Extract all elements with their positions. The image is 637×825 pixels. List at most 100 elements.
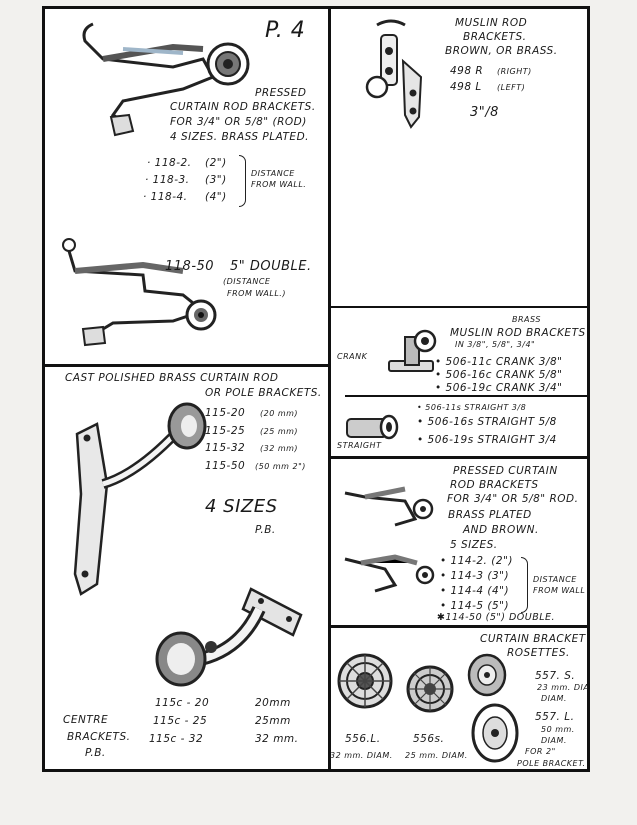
divider-right-bottom: [330, 625, 590, 628]
centre-size-2: 25mm: [255, 715, 291, 727]
rosette-title-2: ROSETTES.: [507, 647, 570, 659]
centre-code-2: 115c - 25: [153, 715, 208, 727]
muslin-note-l: (LEFT): [497, 83, 526, 92]
pressed-distance-2: FROM WALL.: [251, 180, 307, 189]
centre-code-1: 115c - 20: [155, 697, 210, 709]
muslin-size: 3"/8: [470, 105, 499, 120]
brass-title-2: MUSLIN ROD BRACKETS: [450, 327, 586, 339]
pc-brace: [521, 557, 528, 613]
divider-right-lower: [330, 456, 590, 459]
crank-label: CRANK: [337, 352, 368, 361]
divider-vertical: [328, 9, 331, 769]
double-note-1: (DISTANCE: [223, 277, 271, 286]
pressed-title-4: 4 SIZES. BRASS PLATED.: [170, 131, 309, 143]
cast-size-4: (50 mm 2"): [255, 462, 306, 471]
crank-item-1: • 506-11c CRANK 3/8": [435, 356, 563, 368]
pc-title-6: 5 SIZES.: [450, 539, 498, 551]
double-note-2: FROM WALL.): [227, 289, 286, 298]
straight-item-1: • 506-11s STRAIGHT 3/8: [417, 403, 527, 412]
pressed-title-3: FOR 3/4" OR 5/8" (ROD): [170, 116, 307, 128]
pc-item-1: • 114-2. (2"): [440, 555, 513, 567]
pc-distance-2: FROM WALL: [533, 586, 586, 595]
rosette-556s-code: 556s.: [413, 733, 445, 745]
rosette-557l-line-2: DIAM.: [541, 736, 567, 745]
straight-label: STRAIGHT: [337, 441, 382, 450]
pressed-brace: [239, 155, 246, 207]
pressed-item-code-3: · 118-4.: [143, 191, 188, 203]
muslin-bracket-illustration: [365, 19, 423, 129]
cast-code-2: 115-25: [205, 425, 246, 437]
pressed-item-size-3: (4"): [205, 191, 227, 203]
rosette-title-1: CURTAIN BRACKET: [480, 633, 586, 645]
rosette-557l-illustration: [471, 703, 519, 763]
brass-title-1: BRASS: [512, 315, 541, 324]
divider-right-upper: [330, 306, 590, 308]
double-bracket-illustration: [62, 238, 217, 347]
pressed-title-2: CURTAIN ROD BRACKETS.: [170, 101, 316, 113]
crank-item-2: • 506-16c CRANK 5/8": [435, 369, 563, 381]
pc-item-3: • 114-4 (4"): [440, 585, 510, 597]
muslin-code-l: 498 L: [450, 81, 482, 93]
muslin-title-2: BRACKETS.: [463, 31, 527, 43]
rosette-557l-line-1: 50 mm.: [541, 725, 575, 734]
centre-bracket-illustration: [155, 587, 303, 687]
centre-label-2: BRACKETS.: [67, 731, 131, 743]
rosette-556l-diam: 32 mm. DIAM.: [330, 751, 393, 760]
rosette-557s-line-1: 23 mm. DIA: [537, 683, 590, 692]
pressed-item-size-1: (2"): [205, 157, 227, 169]
crank-item-3: • 506-19c CRANK 3/4": [435, 382, 563, 394]
rosette-small-illustration: [406, 665, 454, 713]
rosette-557s-illustration: [467, 653, 507, 697]
straight-bracket-illustration: [346, 414, 399, 440]
pressed-item-code-2: · 118-3.: [145, 174, 190, 186]
rosette-556l-code: 556.L.: [345, 733, 381, 745]
pressed-item-size-2: (3"): [205, 174, 227, 186]
brass-title-3: IN 3/8", 5/8", 3/4": [455, 340, 536, 349]
centre-code-3: 115c - 32: [149, 733, 204, 745]
pc-title-4: BRASS PLATED: [448, 509, 532, 521]
cast-size-1: (20 mm): [260, 409, 299, 418]
pressed-curtain-illustration: [344, 486, 435, 593]
rosette-557l-line-4: POLE BRACKET.: [517, 759, 586, 768]
crank-bracket-illustration: [388, 329, 437, 372]
rosette-557l-line-3: FOR 2": [525, 747, 556, 756]
pc-title-3: FOR 3/4" OR 5/8" ROD.: [447, 493, 579, 505]
double-code: 118-50: [165, 259, 215, 274]
centre-label-1: CENTRE: [63, 714, 109, 726]
pc-item-4: • 114-5 (5"): [440, 600, 510, 612]
centre-size-3: 32 mm.: [255, 733, 299, 745]
pc-title-5: AND BROWN.: [463, 524, 539, 536]
centre-label-3: P.B.: [85, 747, 106, 759]
double-label: 5" DOUBLE.: [230, 259, 312, 274]
page-label: P. 4: [265, 18, 306, 43]
pressed-distance-1: DISTANCE: [251, 169, 295, 178]
cast-code-3: 115-32: [205, 442, 246, 454]
catalog-sheet: P. 4 PRESSED CURTAIN ROD BRACKETS. FOR 3…: [42, 6, 590, 772]
muslin-title-1: MUSLIN ROD: [455, 17, 528, 29]
rosette-557s-code: 557. S.: [535, 670, 576, 682]
rosette-556s-diam: 25 mm. DIAM.: [405, 751, 468, 760]
pc-title-2: ROD BRACKETS: [450, 479, 539, 491]
rosette-557s-line-2: DIAM.: [541, 694, 567, 703]
rosette-557l-code: 557. L.: [535, 711, 575, 723]
cast-code-1: 115-20: [205, 407, 246, 419]
muslin-title-3: BROWN, OR BRASS.: [445, 45, 558, 57]
pressed-bracket-illustration: [82, 22, 250, 137]
divider-left-middle: [45, 364, 330, 367]
cast-sizes-label: 4 SIZES: [205, 496, 278, 517]
cast-size-2: (25 mm): [260, 427, 299, 436]
pc-distance-1: DISTANCE: [533, 575, 577, 584]
cast-title-2: OR POLE BRACKETS.: [205, 387, 322, 399]
muslin-note-r: (RIGHT): [497, 67, 532, 76]
cast-size-3: (32 mm): [260, 444, 299, 453]
centre-size-1: 20mm: [255, 697, 291, 709]
pressed-title-1: PRESSED: [255, 87, 307, 99]
cast-title-1: CAST POLISHED BRASS CURTAIN ROD: [65, 372, 279, 384]
pc-title-1: PRESSED CURTAIN: [453, 465, 558, 477]
divider-right-mid: [345, 395, 590, 397]
cast-bracket-illustration: [73, 402, 207, 596]
straight-item-3: • 506-19s STRAIGHT 3/4: [417, 434, 557, 446]
pressed-item-code-1: · 118-2.: [147, 157, 192, 169]
cast-code-4: 115-50: [205, 460, 246, 472]
muslin-code-r: 498 R: [450, 65, 484, 77]
